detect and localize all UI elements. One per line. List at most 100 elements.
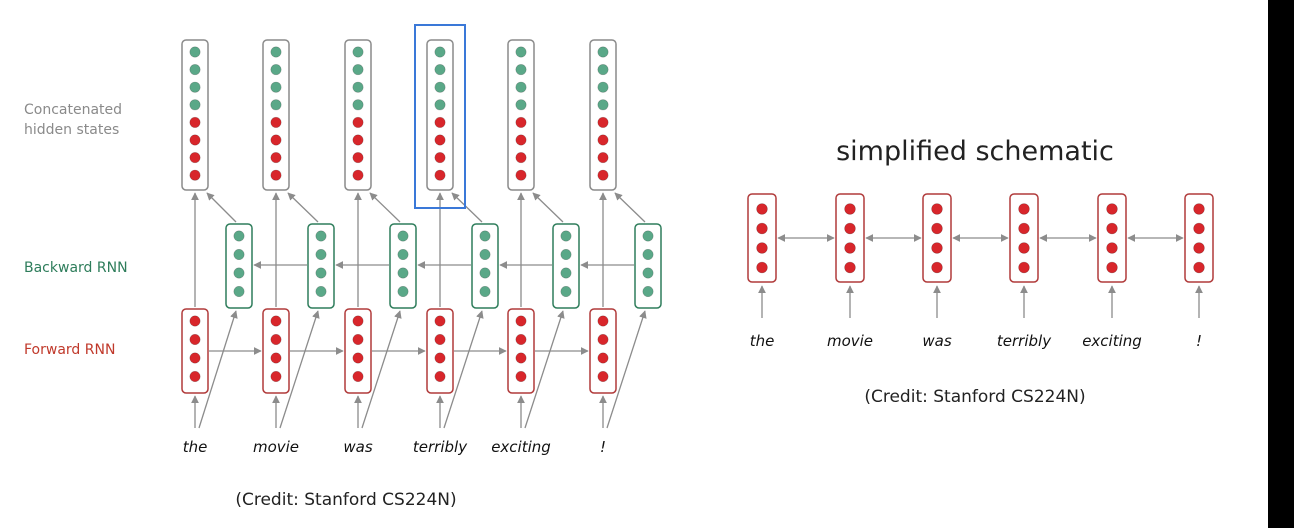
backward-rnn-label: Backward RNN [24,260,128,276]
schematic-word: movie [827,332,873,350]
concat-cell-dot [597,134,609,146]
concat-cell-dot [434,46,446,58]
highlight-box [414,24,466,209]
concat-cell-dot [515,116,527,128]
schematic-cell-dot [756,242,768,254]
backward-cell-dot [397,230,409,242]
schematic-cell-dot [1106,242,1118,254]
backward-cell-dot [642,230,654,242]
concat-cell-dot [597,116,609,128]
backward-cell-dot [233,267,245,279]
schematic-cell-dot [931,222,943,235]
concat-cell-dot [270,152,282,164]
concat-cell-dot [270,99,282,111]
concat-cell-dot [189,64,201,76]
forward-cell [589,308,617,394]
concat-cell-dot [515,81,527,93]
forward-cell [181,308,209,394]
forward-cell-dot [189,370,201,382]
forward-cell-dot [515,352,527,364]
forward-cell-dot [434,370,446,382]
forward-rnn-label: Forward RNN [24,342,115,358]
concat-cell-dot [597,169,609,181]
concat-cell-dot [434,64,446,76]
backward-to-concat-arrow [287,192,319,223]
backward-cell [552,223,580,309]
concat-cell-dot [597,99,609,111]
credit-left: (Credit: Stanford CS224N) [235,490,456,510]
backward-cell-dot [560,285,572,297]
backward-cell [471,223,499,309]
forward-cell-dot [434,333,446,345]
screen-edge-bar [1268,0,1294,528]
word-to-backward-arrow [198,310,238,429]
backward-to-concat-arrow [614,192,646,223]
concat-cell-dot [270,81,282,93]
schematic-word: ! [1196,332,1202,350]
forward-cell-dot [352,352,364,364]
backward-cell [307,223,335,309]
backward-cell-dot [233,249,245,261]
schematic-cell-dot [1193,222,1205,235]
schematic-cell [1009,193,1039,283]
schematic-word: the [750,332,775,350]
forward-cell [426,308,454,394]
backward-rnn-states [225,223,662,309]
schematic-cell-dot [1193,242,1205,254]
concat-label-line2: hidden states [24,122,119,138]
simplified-schematic [747,193,1214,318]
input-word: movie [253,438,299,456]
schematic-cell-dot [931,242,943,254]
concat-cell [589,39,617,191]
concat-cell-dot [352,169,364,181]
schematic-cell-dot [1018,203,1030,215]
backward-cell-dot [315,267,327,279]
concat-cell-dot [189,169,201,181]
concat-cell-dot [434,81,446,93]
backward-cell-dot [233,230,245,242]
concat-cell [426,39,454,191]
concat-cell-dot [515,134,527,146]
forward-cell [507,308,535,394]
concat-cell-dot [352,46,364,58]
schematic-cell-dot [844,222,856,235]
schematic-cell-dot [1018,261,1030,274]
backward-cell-dot [479,230,491,242]
backward-to-concat-arrow [206,192,237,223]
input-word: exciting [491,438,551,456]
backward-cell-dot [642,267,654,279]
schematic-cell [747,193,777,283]
schematic-cell [1097,193,1127,283]
concat-cell-dot [434,169,446,181]
schematic-cell [1184,193,1214,283]
forward-rnn-states [181,308,617,394]
forward-cell [344,308,372,394]
concat-cell-dot [597,46,609,58]
backward-cell [389,223,417,309]
schematic-cell-dot [756,222,768,235]
word-to-backward-arrow [279,310,320,429]
concat-cell [181,39,209,191]
forward-cell-dot [352,315,364,327]
schematic-cell-dot [844,261,856,274]
backward-cell-dot [479,267,491,279]
concat-cell-dot [434,116,446,128]
forward-cell-dot [189,352,201,364]
schematic-cell-dot [1018,222,1030,235]
concat-cell-dot [597,81,609,93]
forward-cell-dot [352,370,364,382]
concat-cell-dot [270,46,282,58]
input-word: ! [600,438,606,456]
word-to-backward-arrow [524,310,565,429]
concat-cell-dot [515,46,527,58]
backward-cell-dot [560,267,572,279]
backward-cell-dot [560,249,572,261]
concat-cell-dot [189,81,201,93]
forward-cell-dot [515,333,527,345]
schematic-cell-dot [1018,242,1030,254]
forward-cell-dot [270,315,282,327]
concat-cell-dot [189,46,201,58]
concat-cell-dot [515,169,527,181]
input-word: terribly [413,438,468,456]
concat-cell-dot [352,116,364,128]
